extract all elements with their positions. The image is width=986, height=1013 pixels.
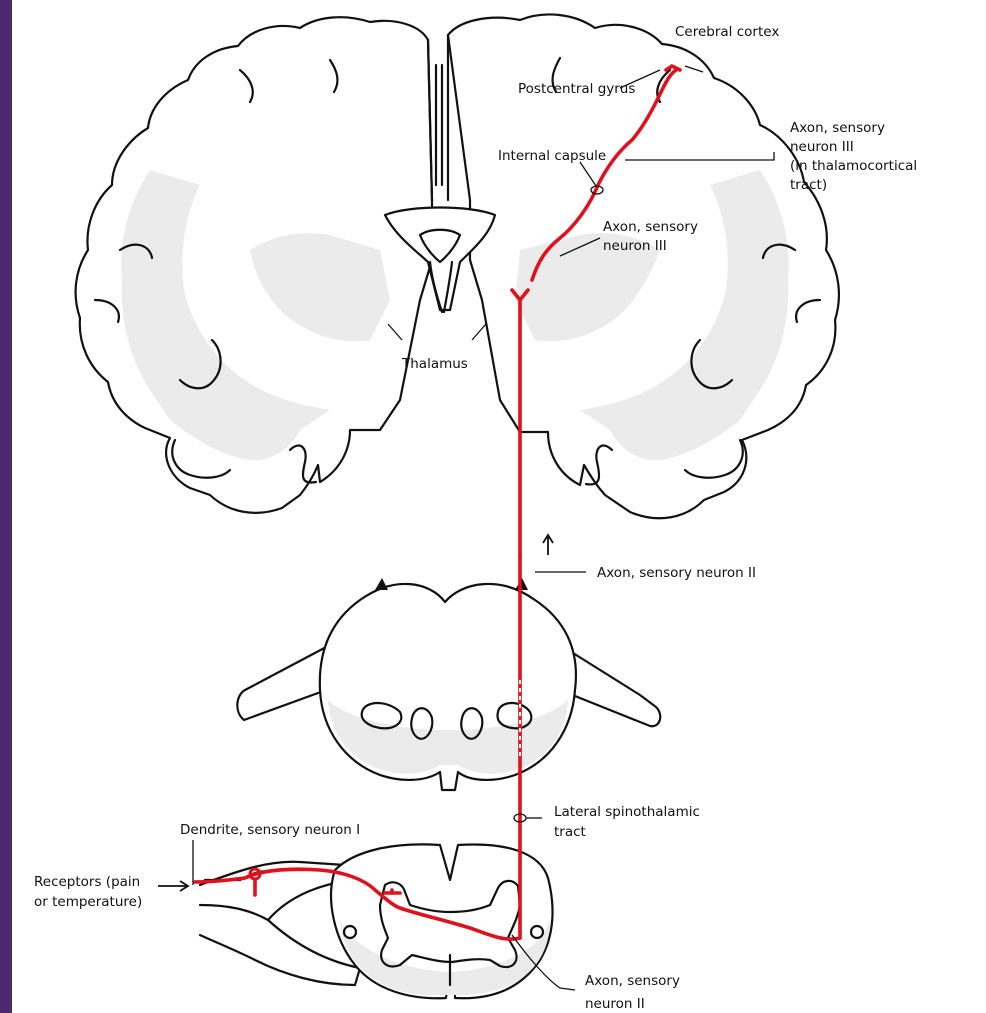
arrow-right-icon [158, 881, 188, 891]
label-axon-ii-lower-2: neuron II [585, 996, 645, 1012]
label-thalamus: Thalamus [401, 356, 468, 372]
label-postcentral-gyrus: Postcentral gyrus [518, 81, 635, 97]
lower-cord-section [200, 844, 553, 998]
label-axon-iii-tract-2: neuron III [790, 139, 854, 155]
label-spinothalamic-1: Lateral spinothalamic [554, 804, 700, 820]
falx-lines [436, 65, 442, 185]
label-axon-iii-2: neuron III [603, 238, 667, 254]
label-spinothalamic-2: tract [554, 824, 586, 840]
ventral-root-circle-right [531, 926, 543, 938]
arrow-up-icon [543, 535, 553, 555]
label-axon-ii-upper: Axon, sensory neuron II [597, 565, 756, 581]
label-dendrite-neuron-i: Dendrite, sensory neuron I [180, 822, 360, 838]
label-axon-ii-lower-1: Axon, sensory [585, 973, 680, 989]
label-axon-iii-tract-1: Axon, sensory [790, 120, 885, 136]
upper-cord-section [237, 578, 660, 790]
thalamus-leader-right [472, 324, 486, 340]
label-receptors-1: Receptors (pain [34, 874, 140, 890]
label-axon-iii-tract-3: (in thalamocortical [790, 158, 917, 174]
label-axon-iii-tract-4: tract) [790, 177, 827, 193]
brain-section [76, 14, 839, 518]
label-internal-capsule: Internal capsule [498, 148, 606, 164]
label-cerebral-cortex: Cerebral cortex [675, 24, 779, 40]
ventral-root-circle [344, 926, 356, 938]
diagram-frame: Cerebral cortex Postcentral gyrus Axon, … [12, 0, 986, 1013]
label-receptors-2: or temperature) [34, 894, 142, 910]
sensory-pathway-diagram: Cerebral cortex Postcentral gyrus Axon, … [12, 0, 986, 1013]
label-axon-iii-1: Axon, sensory [603, 219, 698, 235]
